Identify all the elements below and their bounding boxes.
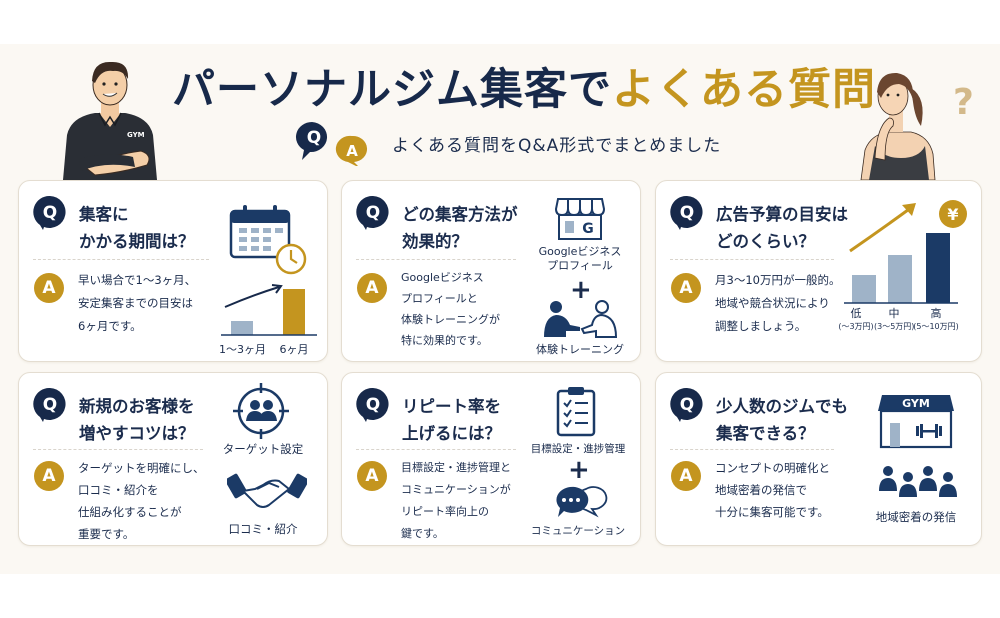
title-part-navy: パーソナルジム集客で (172, 65, 612, 115)
question-mark-icon: ? (953, 82, 974, 123)
trainer-man-illustration: GYM (55, 55, 165, 180)
question-text: リピート率を上げるには？ (402, 397, 501, 443)
period-bar-chart (219, 283, 319, 343)
google-business-store-icon: G (554, 195, 606, 245)
gym-building-icon: GYM (876, 393, 956, 453)
dashed-divider (670, 259, 834, 260)
qa-speech-bubbles-icon: Q A (294, 120, 384, 168)
target-audience-icon (231, 381, 291, 445)
page-title: パーソナルジム集客でよくある質問 (172, 62, 876, 118)
q-bubble-icon: Q (356, 387, 390, 423)
goal-progress-label: 目標設定・進捗管理 (530, 443, 626, 455)
trial-training-people-icon (540, 299, 620, 343)
community-people-icon (878, 465, 958, 503)
chat-bubbles-icon (552, 483, 608, 523)
woman-thinking-illustration (855, 62, 940, 181)
answer-text: コンセプトの明確化と地域密着の発信で十分に集客可能です。 (715, 461, 830, 519)
question-text: 集客にかかる期間は？ (79, 205, 195, 251)
plus-icon: + (570, 275, 592, 305)
question-text: どの集客方法が効果的？ (402, 205, 518, 251)
checklist-clipboard-icon (556, 385, 596, 441)
svg-text:Q: Q (366, 203, 380, 223)
a-circle-icon: A (357, 273, 387, 303)
faq-card-new-customers: Q 新規のお客様を増やすコツは？ A ターゲットを明確にし、口コミ・紹介を仕組み… (18, 372, 328, 546)
answer-text: Googleビジネスプロフィールと体験トレーニングが特に効果的です。 (401, 271, 500, 347)
bar-label-high: 高(5〜10万円) (913, 307, 959, 331)
trial-training-label: 体験トレーニング (536, 343, 624, 356)
svg-text:Q: Q (307, 128, 321, 148)
a-circle-icon: A (34, 273, 64, 303)
q-bubble-icon: Q (670, 195, 704, 231)
faq-card-method: Q どの集客方法が効果的？ A Googleビジネスプロフィールと体験トレーニン… (341, 180, 641, 362)
q-bubble-icon: Q (33, 387, 67, 423)
a-circle-icon: A (34, 461, 64, 491)
svg-text:GYM: GYM (902, 397, 930, 410)
dashed-divider (33, 259, 209, 260)
bar-label: 6ヶ月 (279, 343, 309, 356)
question-text: 新規のお客様を増やすコツは？ (79, 397, 195, 443)
subtitle: よくある質問をQ&A形式でまとめました (392, 135, 722, 156)
answer-text: ターゲットを明確にし、口コミ・紹介を仕組み化することが重要です。 (78, 461, 205, 541)
a-circle-icon: A (671, 461, 701, 491)
svg-text:G: G (582, 221, 594, 237)
subtitle-row: Q A よくある質問をQ&A形式でまとめました (294, 120, 722, 168)
svg-text:Q: Q (366, 395, 380, 415)
bar-label-low: 低(〜3万円) (838, 307, 874, 331)
plus-icon: + (568, 455, 590, 485)
question-text: 広告予算の目安はどのくらい？ (716, 205, 848, 251)
yen-coin-icon: ¥ (938, 199, 968, 233)
faq-card-budget: Q 広告予算の目安はどのくらい？ A 月3〜10万円が一般的。地域や競合状況によ… (655, 180, 982, 362)
svg-text:GYM: GYM (127, 131, 145, 139)
local-outreach-label: 地域密着の発信 (875, 510, 957, 524)
svg-text:Q: Q (43, 395, 57, 415)
dashed-divider (33, 449, 203, 450)
a-circle-icon: A (357, 461, 387, 491)
svg-text:Q: Q (680, 395, 694, 415)
q-bubble-icon: Q (356, 195, 390, 231)
google-business-label: Googleビジネスプロフィール (538, 245, 622, 272)
budget-bar-chart (842, 201, 962, 315)
bar-label-mid: 中(3〜5万円) (874, 307, 915, 331)
word-of-mouth-label: 口コミ・紹介 (228, 522, 298, 536)
handshake-icon (225, 467, 309, 517)
calendar-clock-icon (229, 203, 309, 279)
faq-card-repeat-rate: Q リピート率を上げるには？ A 目標設定・進捗管理とコミュニケーションがリピー… (341, 372, 641, 546)
bar-label: 1〜3ヶ月 (219, 343, 266, 356)
dashed-divider (356, 259, 516, 260)
svg-text:Q: Q (43, 203, 57, 223)
dashed-divider (670, 449, 834, 450)
svg-text:A: A (346, 142, 358, 160)
a-circle-icon: A (671, 273, 701, 303)
question-text: 少人数のジムでも集客できる？ (716, 397, 848, 443)
q-bubble-icon: Q (670, 387, 704, 423)
svg-text:Q: Q (680, 203, 694, 223)
faq-card-small-gym: Q 少人数のジムでも集客できる？ A コンセプトの明確化と地域密着の発信で十分に… (655, 372, 982, 546)
q-bubble-icon: Q (33, 195, 67, 231)
svg-text:¥: ¥ (947, 205, 958, 224)
dashed-divider (356, 449, 516, 450)
target-label: ターゲット設定 (222, 442, 304, 456)
communication-label: コミュニケーション (530, 525, 626, 537)
title-part-gold: よくある質問 (612, 65, 876, 115)
answer-text: 月3〜10万円が一般的。地域や競合状況により調整しましょう。 (715, 273, 841, 333)
answer-text: 目標設定・進捗管理とコミュニケーションがリピート率向上の鍵です。 (401, 461, 511, 540)
